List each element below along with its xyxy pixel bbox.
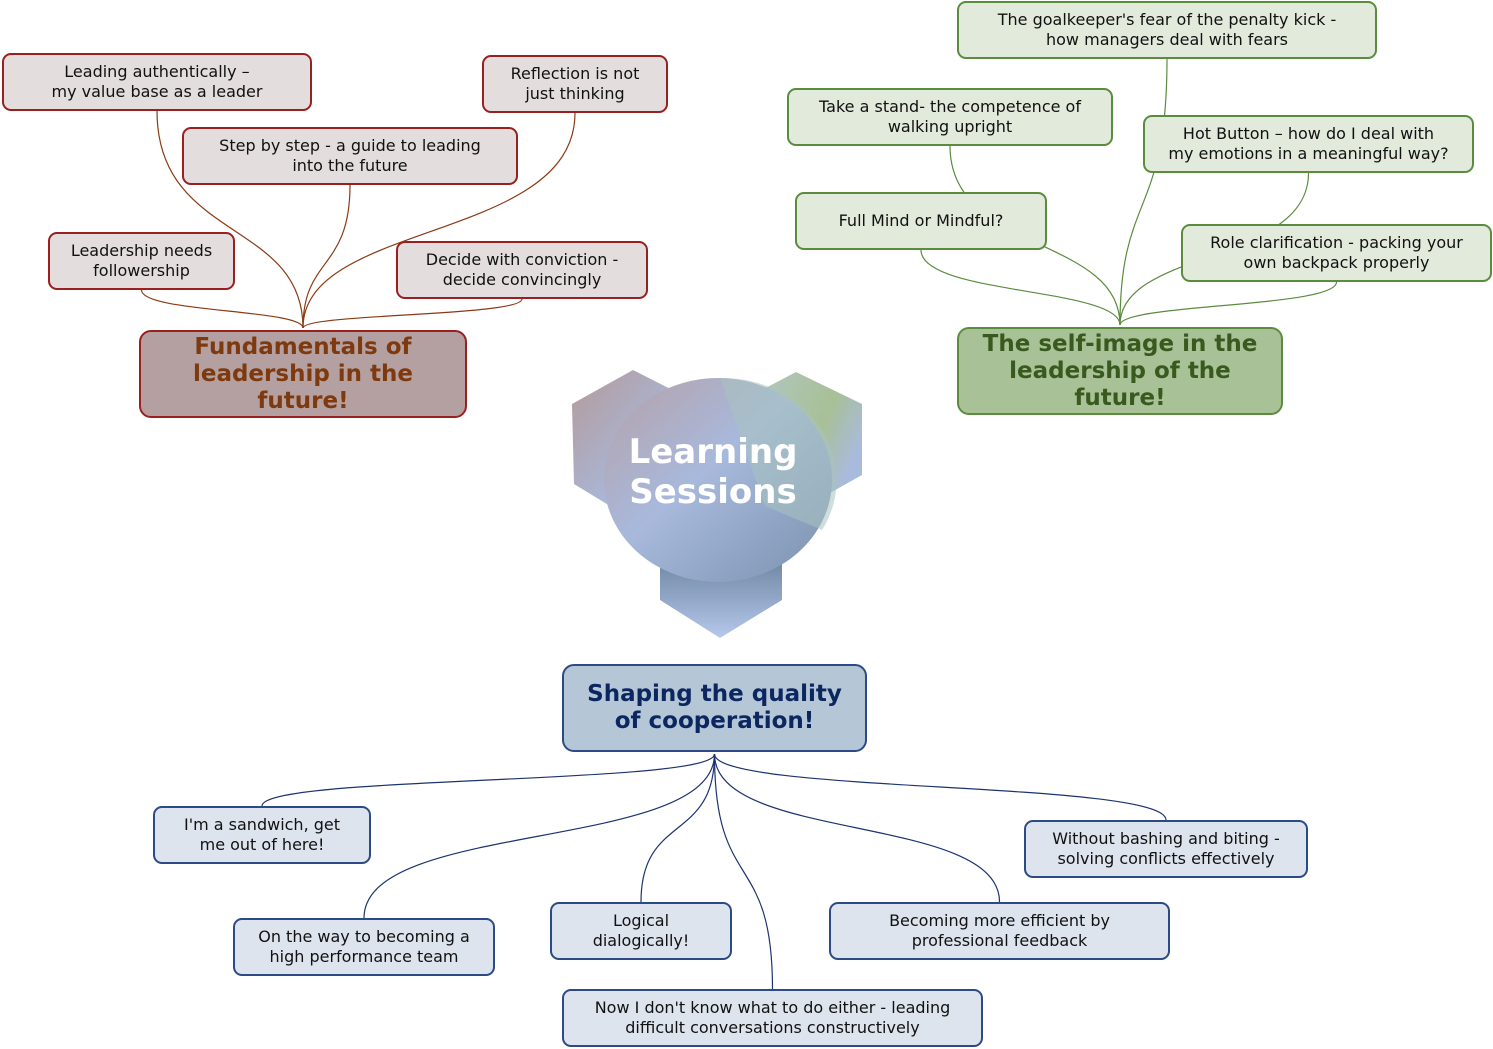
subtopic-blue[interactable]: I'm a sandwich, get me out of here! bbox=[153, 806, 371, 864]
subtopic-green[interactable]: Hot Button – how do I deal with my emoti… bbox=[1143, 115, 1474, 173]
connector-line bbox=[363, 753, 716, 919]
subtopic-green[interactable]: Take a stand- the competence of walking … bbox=[787, 88, 1113, 146]
central-topic-graphic bbox=[572, 370, 862, 638]
subtopic-green[interactable]: The goalkeeper's fear of the penalty kic… bbox=[957, 1, 1377, 59]
subtopic-red[interactable]: Leading authentically – my value base as… bbox=[2, 53, 312, 111]
subtopic-blue[interactable]: Becoming more efficient by professional … bbox=[829, 902, 1170, 960]
subtopic-green[interactable]: Full Mind or Mindful? bbox=[795, 192, 1047, 250]
connector-line bbox=[713, 753, 1001, 903]
connector-line bbox=[302, 298, 523, 329]
subtopic-blue[interactable]: Logical dialogically! bbox=[550, 902, 732, 960]
subtopic-red[interactable]: Decide with conviction - decide convinci… bbox=[396, 241, 648, 299]
branch-topic-green[interactable]: The self-image in the leadership of the … bbox=[957, 327, 1283, 415]
subtopic-blue[interactable]: Without bashing and biting - solving con… bbox=[1024, 820, 1308, 878]
connector-line bbox=[713, 753, 1167, 821]
connector-line bbox=[302, 184, 351, 329]
connector-line bbox=[1119, 281, 1338, 326]
connector-line bbox=[920, 249, 1121, 326]
connector-line bbox=[156, 110, 304, 329]
central-topic-title[interactable]: Learning Sessions bbox=[628, 432, 798, 512]
connector-line bbox=[713, 753, 774, 990]
subtopic-red[interactable]: Leadership needs followership bbox=[48, 232, 235, 290]
connector-line bbox=[302, 112, 576, 329]
connector-line bbox=[640, 753, 716, 903]
branch-topic-blue[interactable]: Shaping the quality of cooperation! bbox=[562, 664, 867, 752]
subtopic-green[interactable]: Role clarification - packing your own ba… bbox=[1181, 224, 1492, 282]
branch-topic-red[interactable]: Fundamentals of leadership in the future… bbox=[139, 330, 467, 418]
connector-line bbox=[1119, 58, 1168, 326]
connector-line bbox=[140, 289, 304, 329]
subtopic-red[interactable]: Step by step - a guide to leading into t… bbox=[182, 127, 518, 185]
subtopic-red[interactable]: Reflection is not just thinking bbox=[482, 55, 668, 113]
subtopic-blue[interactable]: Now I don't know what to do either - lea… bbox=[562, 989, 983, 1047]
subtopic-blue[interactable]: On the way to becoming a high performanc… bbox=[233, 918, 495, 976]
connector-line bbox=[261, 753, 716, 807]
